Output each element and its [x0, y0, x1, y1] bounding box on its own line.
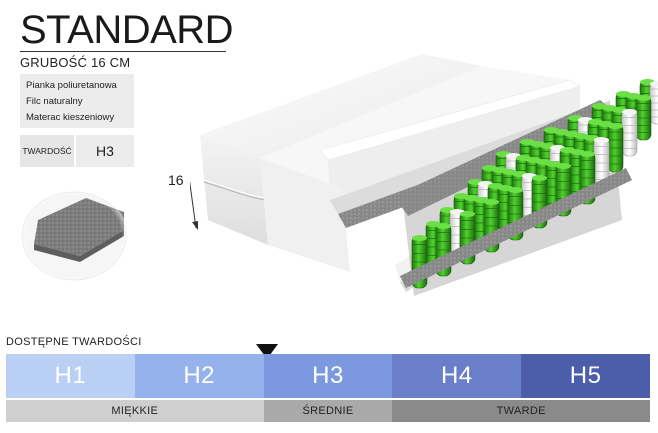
hardness-group-hard: TWARDE [392, 400, 650, 422]
layer-item: Pianka poliuretanowa [26, 80, 117, 91]
pocket-spring [621, 109, 638, 157]
felt-sample-image [20, 186, 128, 282]
hardness-group-soft: MIĘKKIE [6, 400, 264, 422]
hardness-level-h2: H2 [134, 354, 264, 398]
hardness-level-h5: H5 [521, 354, 650, 398]
thickness-label: GRUBOŚĆ 16 CM [20, 55, 131, 70]
hardness-level-h3: H3 [263, 354, 393, 398]
layer-item: Materac kieszeniowy [26, 112, 115, 123]
hardness-level-h4: H4 [392, 354, 522, 398]
hardness-level-h1: H1 [6, 354, 135, 398]
height-dimension-label: 16 [168, 172, 184, 188]
hardness-scale-title: DOSTĘPNE TWARDOŚCI [6, 336, 142, 348]
title-divider [20, 51, 226, 52]
pocket-spring [635, 95, 652, 141]
layers-list: Pianka poliuretanowa Filc naturalny Mate… [20, 74, 134, 128]
mattress-cross-section-image [179, 40, 658, 308]
pocket-spring [607, 123, 624, 173]
hardness-label: TWARDOŚĆ [20, 135, 74, 167]
hardness-value: H3 [76, 135, 134, 167]
hardness-group-medium: ŚREDNIE [263, 400, 393, 422]
hardness-groups: MIĘKKIE ŚREDNIE TWARDE [6, 400, 650, 422]
product-title: STANDARD [20, 8, 234, 52]
hardness-scale-bar: H1 H2 H3 H4 H5 [6, 354, 650, 398]
layer-item: Filc naturalny [26, 96, 83, 107]
